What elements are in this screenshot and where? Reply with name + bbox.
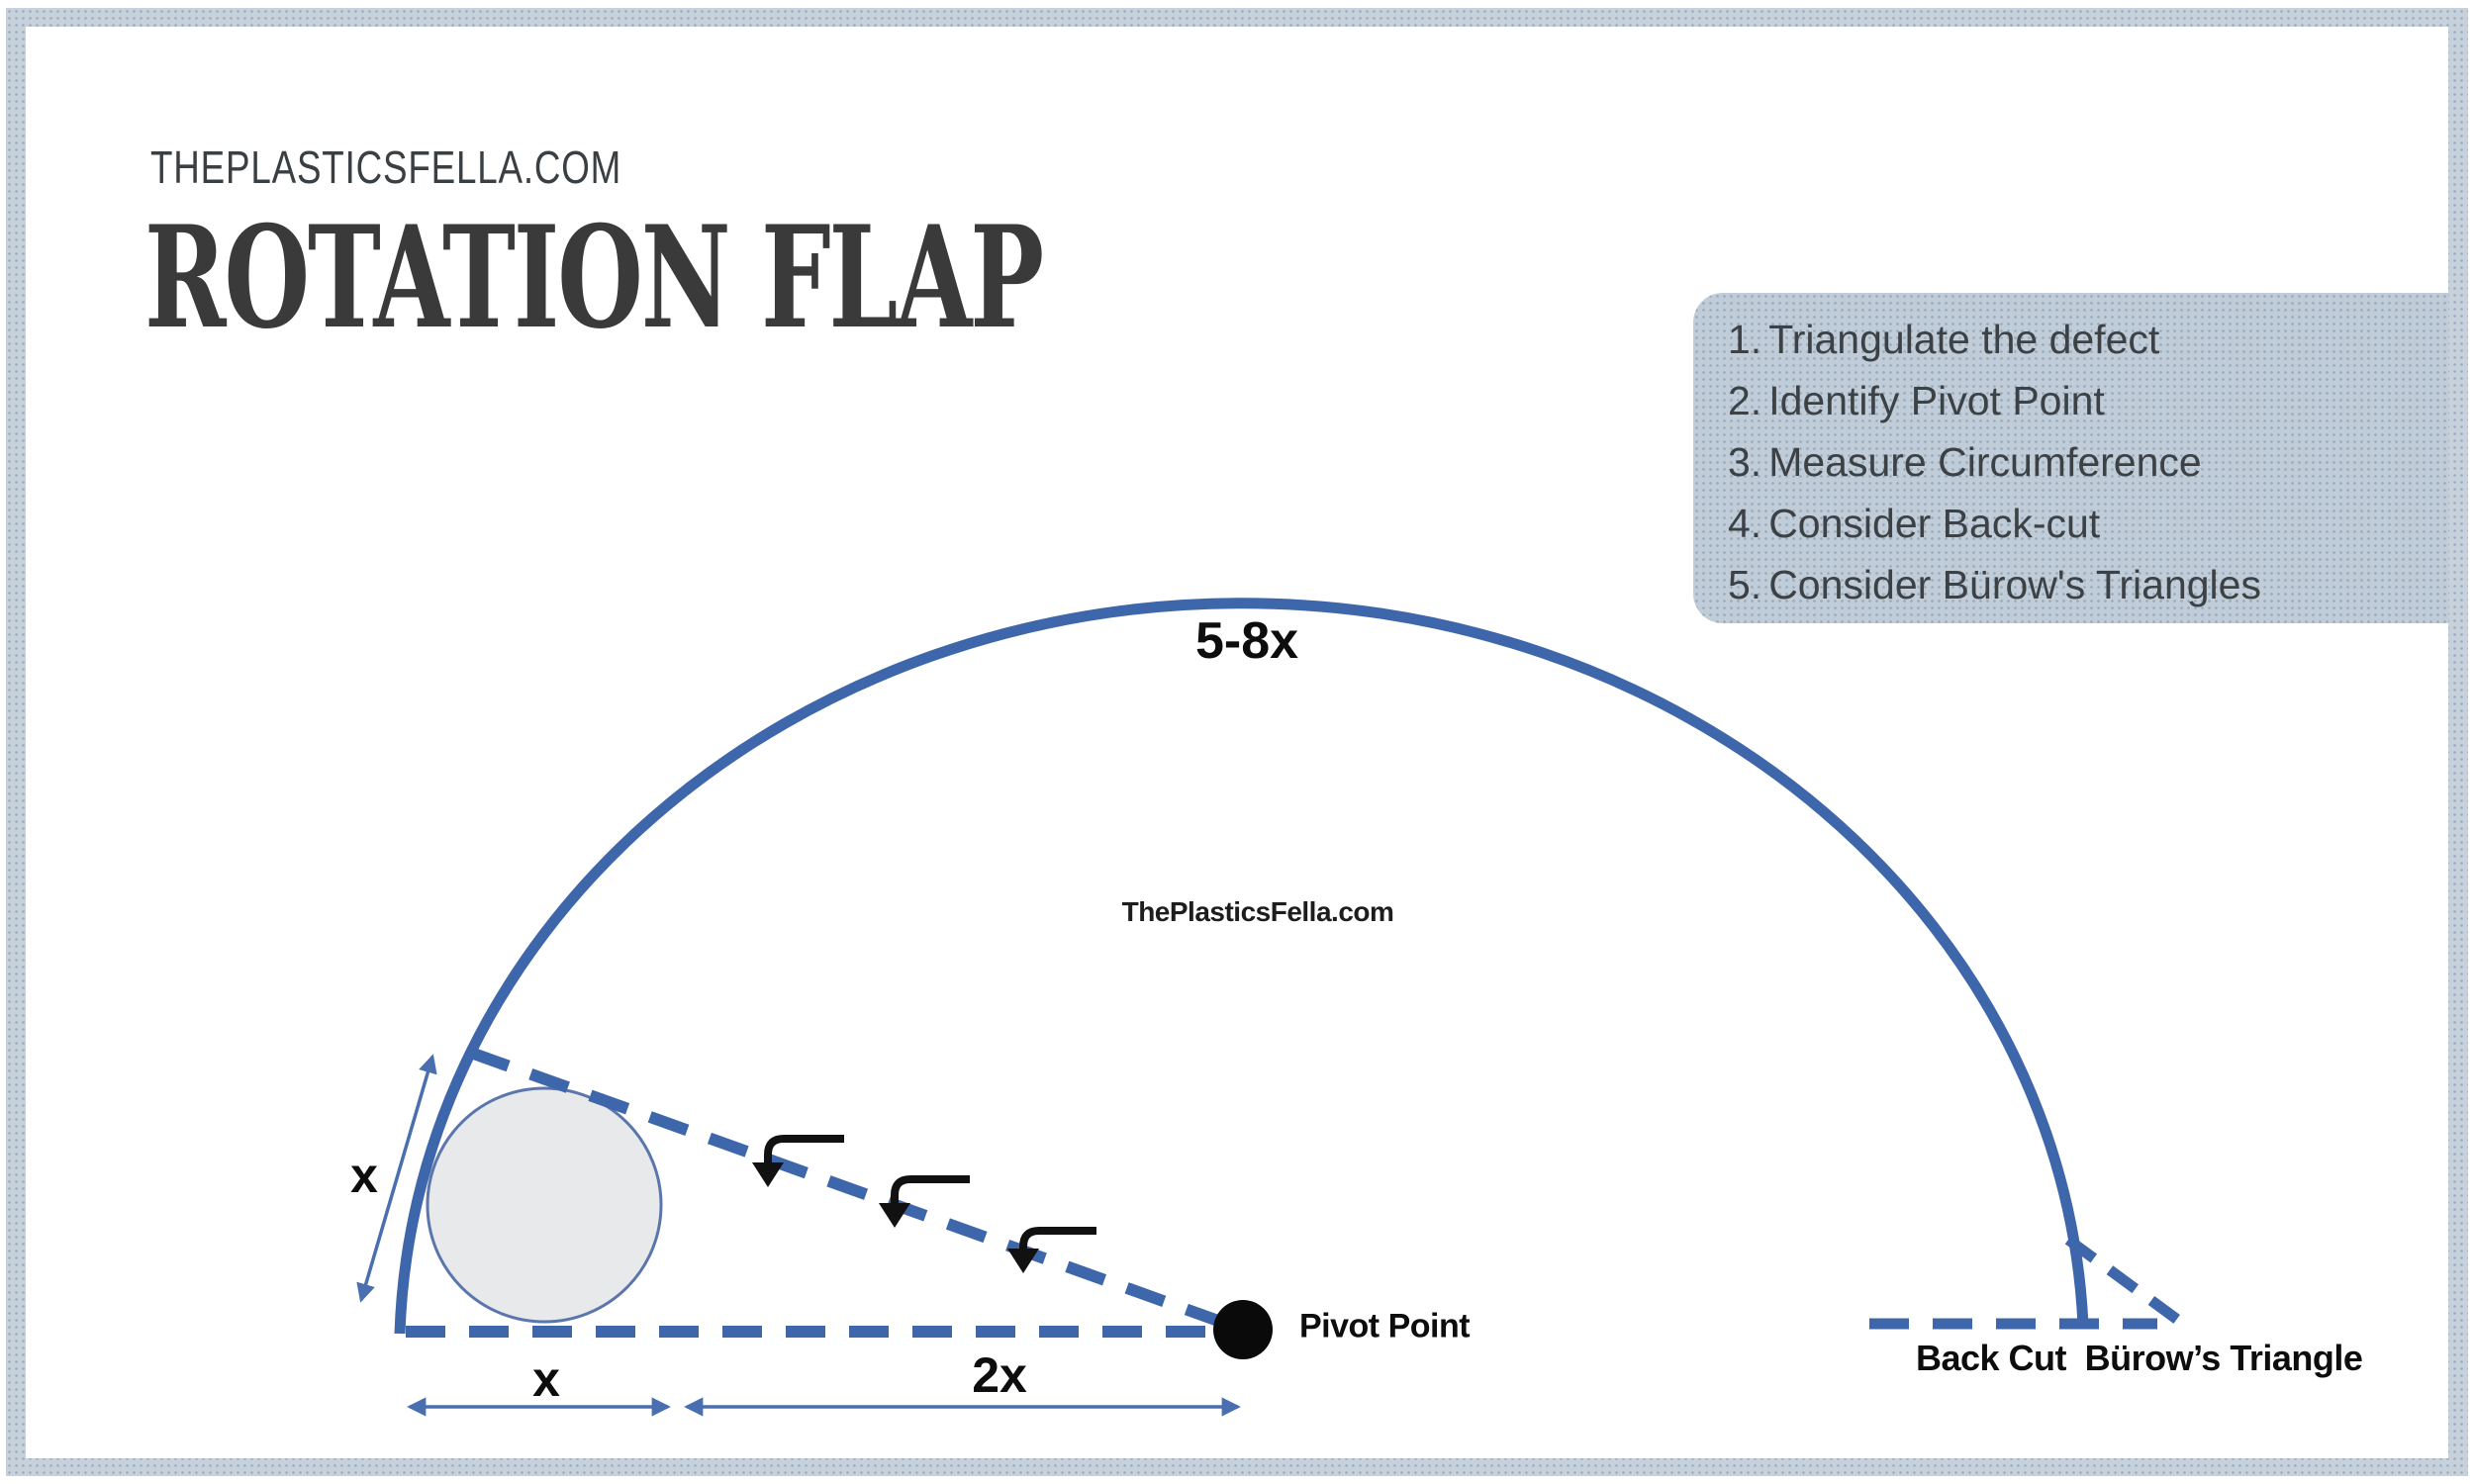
steps-panel: 1.Triangulate the defect 2.Identify Pivo…: [1693, 293, 2448, 623]
pivot-point-label: Pivot Point: [1299, 1307, 1471, 1345]
step-number: 4.: [1728, 501, 1762, 546]
step-item: 5.Consider Bürow's Triangles: [1728, 554, 2432, 615]
step-text: Consider Back-cut: [1768, 501, 2101, 546]
defect-circle: [426, 1086, 663, 1324]
step-number: 1.: [1728, 317, 1762, 362]
triangle-hypotenuse-dashed-line: [468, 1047, 1246, 1336]
step-text: Measure Circumference: [1768, 439, 2202, 485]
step-text: Triangulate the defect: [1768, 317, 2160, 362]
page-title: ROTATION FLAP: [144, 196, 1044, 360]
back-cut-label: Back Cut: [1915, 1338, 2067, 1378]
rotation-arrow: [879, 1175, 970, 1228]
rotation-arrow: [752, 1135, 844, 1187]
burow-triangle-dashed-line: [2064, 1235, 2187, 1329]
step-item: 1.Triangulate the defect: [1728, 309, 2432, 370]
step-number: 2.: [1728, 378, 1762, 423]
step-number: 3.: [1728, 439, 1762, 485]
watermark-text: ThePlasticsFella.com: [1121, 896, 1394, 927]
arc-length-label: 5-8x: [1194, 612, 1299, 670]
site-url-text: THEPLASTICSFELLA.COM: [150, 141, 622, 193]
flap-incision-arc: [394, 598, 2089, 1335]
defect-height-arrow: [356, 1054, 437, 1303]
pivot-point-dot: [1213, 1300, 1273, 1359]
step-number: 5.: [1728, 562, 1762, 607]
step-item: 4.Consider Back-cut: [1728, 493, 2432, 554]
defect-width-label: x: [532, 1351, 560, 1407]
step-item: 2.Identify Pivot Point: [1728, 370, 2432, 431]
pivot-distance-label: 2x: [972, 1347, 1027, 1403]
rotation-arrow: [1007, 1227, 1096, 1273]
burow-triangle-label: Bürow’s Triangle: [2084, 1338, 2363, 1378]
defect-height-label: x: [350, 1148, 378, 1203]
step-text: Identify Pivot Point: [1768, 378, 2105, 423]
step-text: Consider Bürow's Triangles: [1768, 562, 2261, 607]
step-item: 3.Measure Circumference: [1728, 431, 2432, 493]
